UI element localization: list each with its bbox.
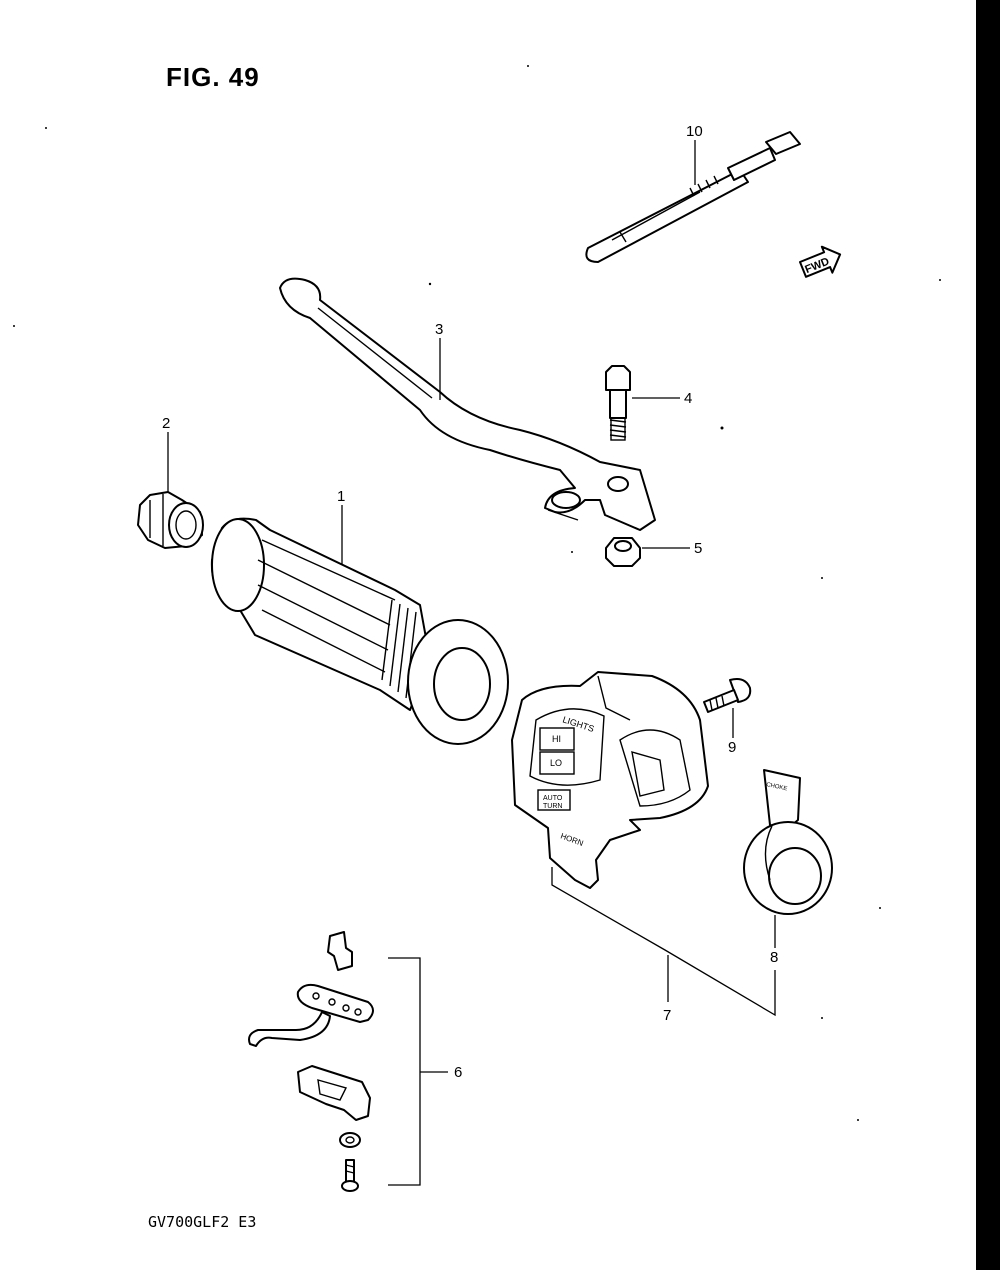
part-5-nut[interactable] (605, 537, 641, 567)
callout-1: 1 (337, 488, 345, 505)
part-9-screw[interactable] (703, 678, 752, 713)
part-10-cable-band[interactable] (585, 131, 801, 263)
part-1-grip[interactable] (210, 517, 509, 745)
part-6-switch-internals[interactable] (248, 931, 374, 1192)
switch-label-lo: LO (550, 758, 562, 768)
part-6-contact-block (327, 931, 353, 971)
callout-2: 2 (162, 415, 170, 432)
fwd-arrow: FWD (799, 245, 842, 278)
part-6-contact-plate (248, 983, 374, 1047)
switch-label-hi: HI (552, 734, 561, 744)
part-4-bolt[interactable] (605, 365, 631, 441)
callout-6: 6 (454, 1064, 462, 1081)
callout-8: 8 (770, 949, 778, 966)
switch-label-auto: AUTO (543, 795, 563, 802)
part-2-bar-end[interactable] (137, 491, 204, 549)
figure-title: FIG. 49 (166, 62, 260, 92)
callout-9: 9 (728, 739, 736, 756)
callout-4: 4 (684, 390, 692, 407)
band-ratchet-teeth (619, 175, 719, 243)
bolt-thread (609, 419, 627, 438)
switch-label-turn: TURN (543, 803, 562, 810)
part-6-washer (339, 1132, 361, 1148)
scan-border-right (976, 0, 1000, 1270)
part-6-screw (341, 1159, 359, 1192)
part-8-choke-lever[interactable]: CHOKE (743, 769, 833, 915)
choke-label: CHOKE (766, 782, 788, 792)
callout-5: 5 (694, 540, 702, 557)
bracket-6 (388, 957, 448, 1186)
model-code: GV700GLF2 E3 (148, 1213, 257, 1231)
part-3-lever[interactable] (279, 277, 656, 531)
callout-10: 10 (686, 123, 703, 140)
callout-7: 7 (663, 1007, 671, 1024)
callout-3: 3 (435, 321, 443, 338)
part-7-switch-assembly[interactable]: LIGHTS HI LO AUTO TURN HORN (511, 671, 709, 889)
bracket-7 (551, 867, 776, 1017)
scan-specks (13, 65, 941, 1121)
part-6-base-plate (297, 1065, 371, 1121)
